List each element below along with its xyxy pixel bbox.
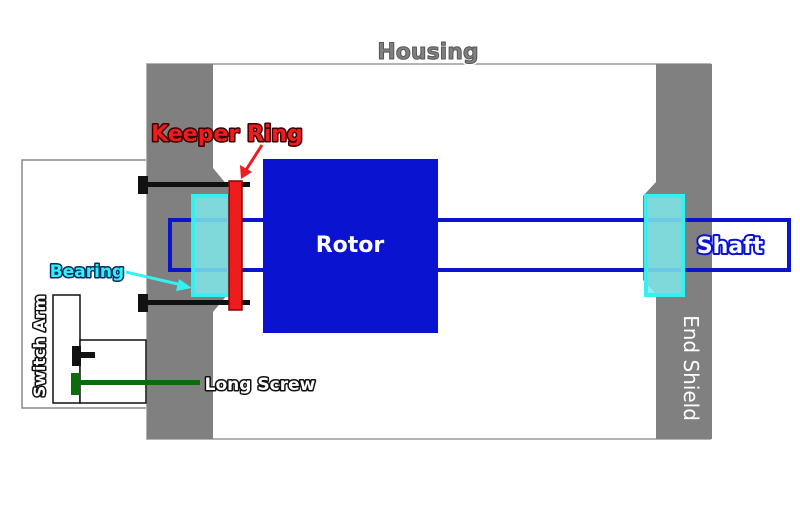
bearing-label: Bearing [50,262,124,282]
switch-contact [72,346,95,366]
lower-bolt [138,294,250,312]
long-screw-label: Long Screw [205,375,316,395]
left-bearing [191,194,231,297]
switch-box [79,339,147,404]
rotor-label: Rotor [316,233,385,258]
rotor [263,159,438,333]
shaft-label: Shaft [697,234,764,259]
right-bearing [644,194,685,297]
switch-arm-label: Switch Arm [30,295,49,398]
keeper-ring-arrow [240,144,264,179]
housing-label-border: Housing [377,40,478,65]
end-shield-label: End Shield [679,315,703,421]
upper-bolt [138,176,250,194]
long-screw [71,373,200,395]
keeper-ring [228,180,243,311]
shaft [168,218,791,272]
left-end-shield [147,64,228,439]
bearing-arrow [125,270,192,291]
housing-label: Housing [377,40,478,65]
keeper-ring-label: Keeper Ring [151,122,303,147]
